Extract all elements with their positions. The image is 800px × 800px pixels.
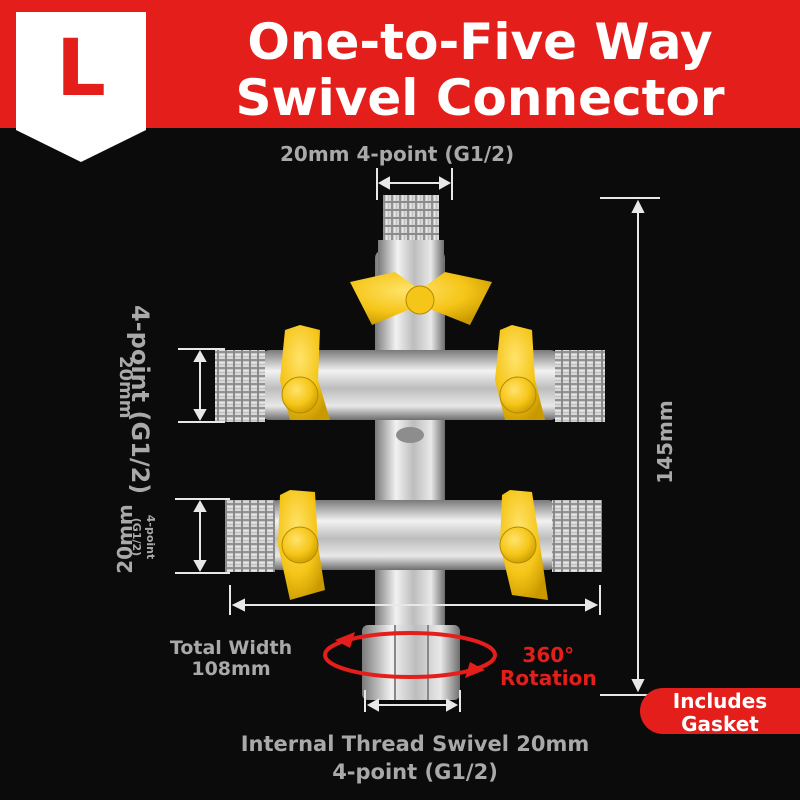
page-title: One-to-Five Way Swivel Connector	[175, 14, 785, 126]
lower-arms	[268, 500, 558, 570]
height-label: 145mm	[653, 400, 677, 484]
dimension-lines	[175, 168, 660, 712]
upper-right-thread	[555, 350, 605, 422]
gasket-badge: Includes Gasket	[640, 688, 800, 734]
lower-left-valve-handle	[278, 490, 325, 600]
badge-letter: L	[56, 24, 106, 114]
rotation-line-2: Rotation	[500, 666, 597, 690]
upper-right-valve-handle	[495, 325, 545, 420]
upper-left-thread	[215, 350, 265, 422]
bottom-caption: Internal Thread Swivel 20mm 4-point (G1/…	[180, 730, 650, 786]
gasket-line-1: Includes	[672, 689, 768, 713]
lower-right-thread	[552, 500, 602, 572]
badge-shape	[16, 12, 146, 162]
lower-left-thread	[225, 500, 275, 572]
upper-arms	[260, 350, 560, 420]
top-valve-handle	[350, 272, 492, 325]
swivel-nut	[362, 625, 460, 700]
bottom-caption-line-2: 4-point (G1/2)	[332, 760, 498, 784]
total-width-line-2: 108mm	[191, 658, 271, 680]
upper-size-label: 20mm	[115, 356, 136, 419]
lower-spec-label-1: 4-point	[144, 514, 157, 560]
bottom-caption-line-1: Internal Thread Swivel 20mm	[240, 732, 590, 756]
title-line-2: Swivel Connector	[235, 69, 725, 127]
gasket-line-2: Gasket	[681, 712, 759, 736]
upper-left-valve-handle	[280, 325, 330, 420]
rotation-arrow	[323, 631, 497, 679]
rotation-label: 360° Rotation	[500, 644, 597, 690]
size-badge: L	[16, 12, 146, 162]
top-inlet-label: 20mm 4-point (G1/2)	[280, 142, 515, 166]
total-width-line-1: Total Width	[169, 637, 293, 659]
rotation-line-1: 360°	[522, 643, 575, 667]
total-width-label: Total Width 108mm	[165, 638, 297, 680]
lower-spec-label-2: (G1/2)	[130, 517, 143, 557]
lower-right-valve-handle	[499, 490, 548, 600]
title-line-1: One-to-Five Way	[247, 13, 713, 71]
